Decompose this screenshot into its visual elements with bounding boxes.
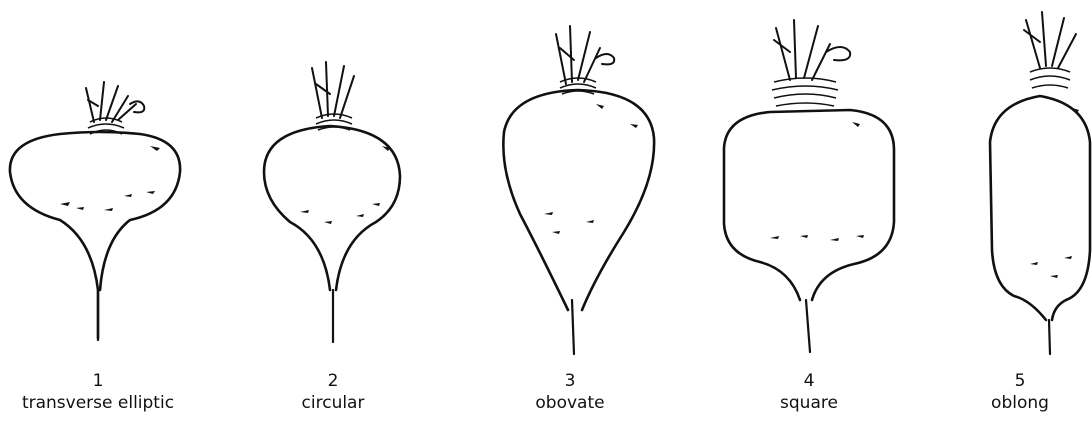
taproot [572, 300, 574, 354]
shape-number: 5 [950, 370, 1090, 392]
caption-circular: 2 circular [238, 370, 428, 414]
taproot [806, 300, 810, 352]
root-body [990, 96, 1090, 320]
surface-marks [60, 146, 160, 211]
caption-transverse-elliptic: 1 transverse elliptic [3, 370, 193, 414]
root-shape-obovate [503, 26, 654, 354]
leaf-stems [556, 26, 614, 84]
shape-name: circular [238, 392, 428, 414]
shape-number: 3 [475, 370, 665, 392]
shape-name: square [714, 392, 904, 414]
leaf-stems [774, 20, 850, 80]
taproot [1049, 320, 1050, 354]
crown [1030, 68, 1070, 88]
root-shape-oblong [990, 12, 1090, 354]
surface-marks [544, 104, 638, 234]
shape-name: oblong [950, 392, 1090, 414]
leaf-stems [312, 62, 354, 118]
surface-marks [300, 146, 390, 224]
root-shape-transverse-elliptic [10, 82, 180, 340]
surface-marks [770, 122, 864, 241]
shape-number: 1 [3, 370, 193, 392]
shape-name: transverse elliptic [3, 392, 193, 414]
caption-obovate: 3 obovate [475, 370, 665, 414]
root-body [724, 110, 894, 300]
caption-oblong: 5 oblong [950, 370, 1090, 414]
root-body [10, 132, 180, 338]
root-body [503, 90, 654, 310]
root-body [264, 126, 400, 290]
surface-marks [1030, 108, 1079, 278]
leaf-stems [1024, 12, 1076, 68]
caption-square: 4 square [714, 370, 904, 414]
root-shape-square [724, 20, 894, 352]
shape-name: obovate [475, 392, 665, 414]
shape-number: 2 [238, 370, 428, 392]
crown [772, 78, 838, 106]
leaf-stems [86, 82, 144, 122]
root-shape-circular [264, 62, 400, 342]
shape-number: 4 [714, 370, 904, 392]
